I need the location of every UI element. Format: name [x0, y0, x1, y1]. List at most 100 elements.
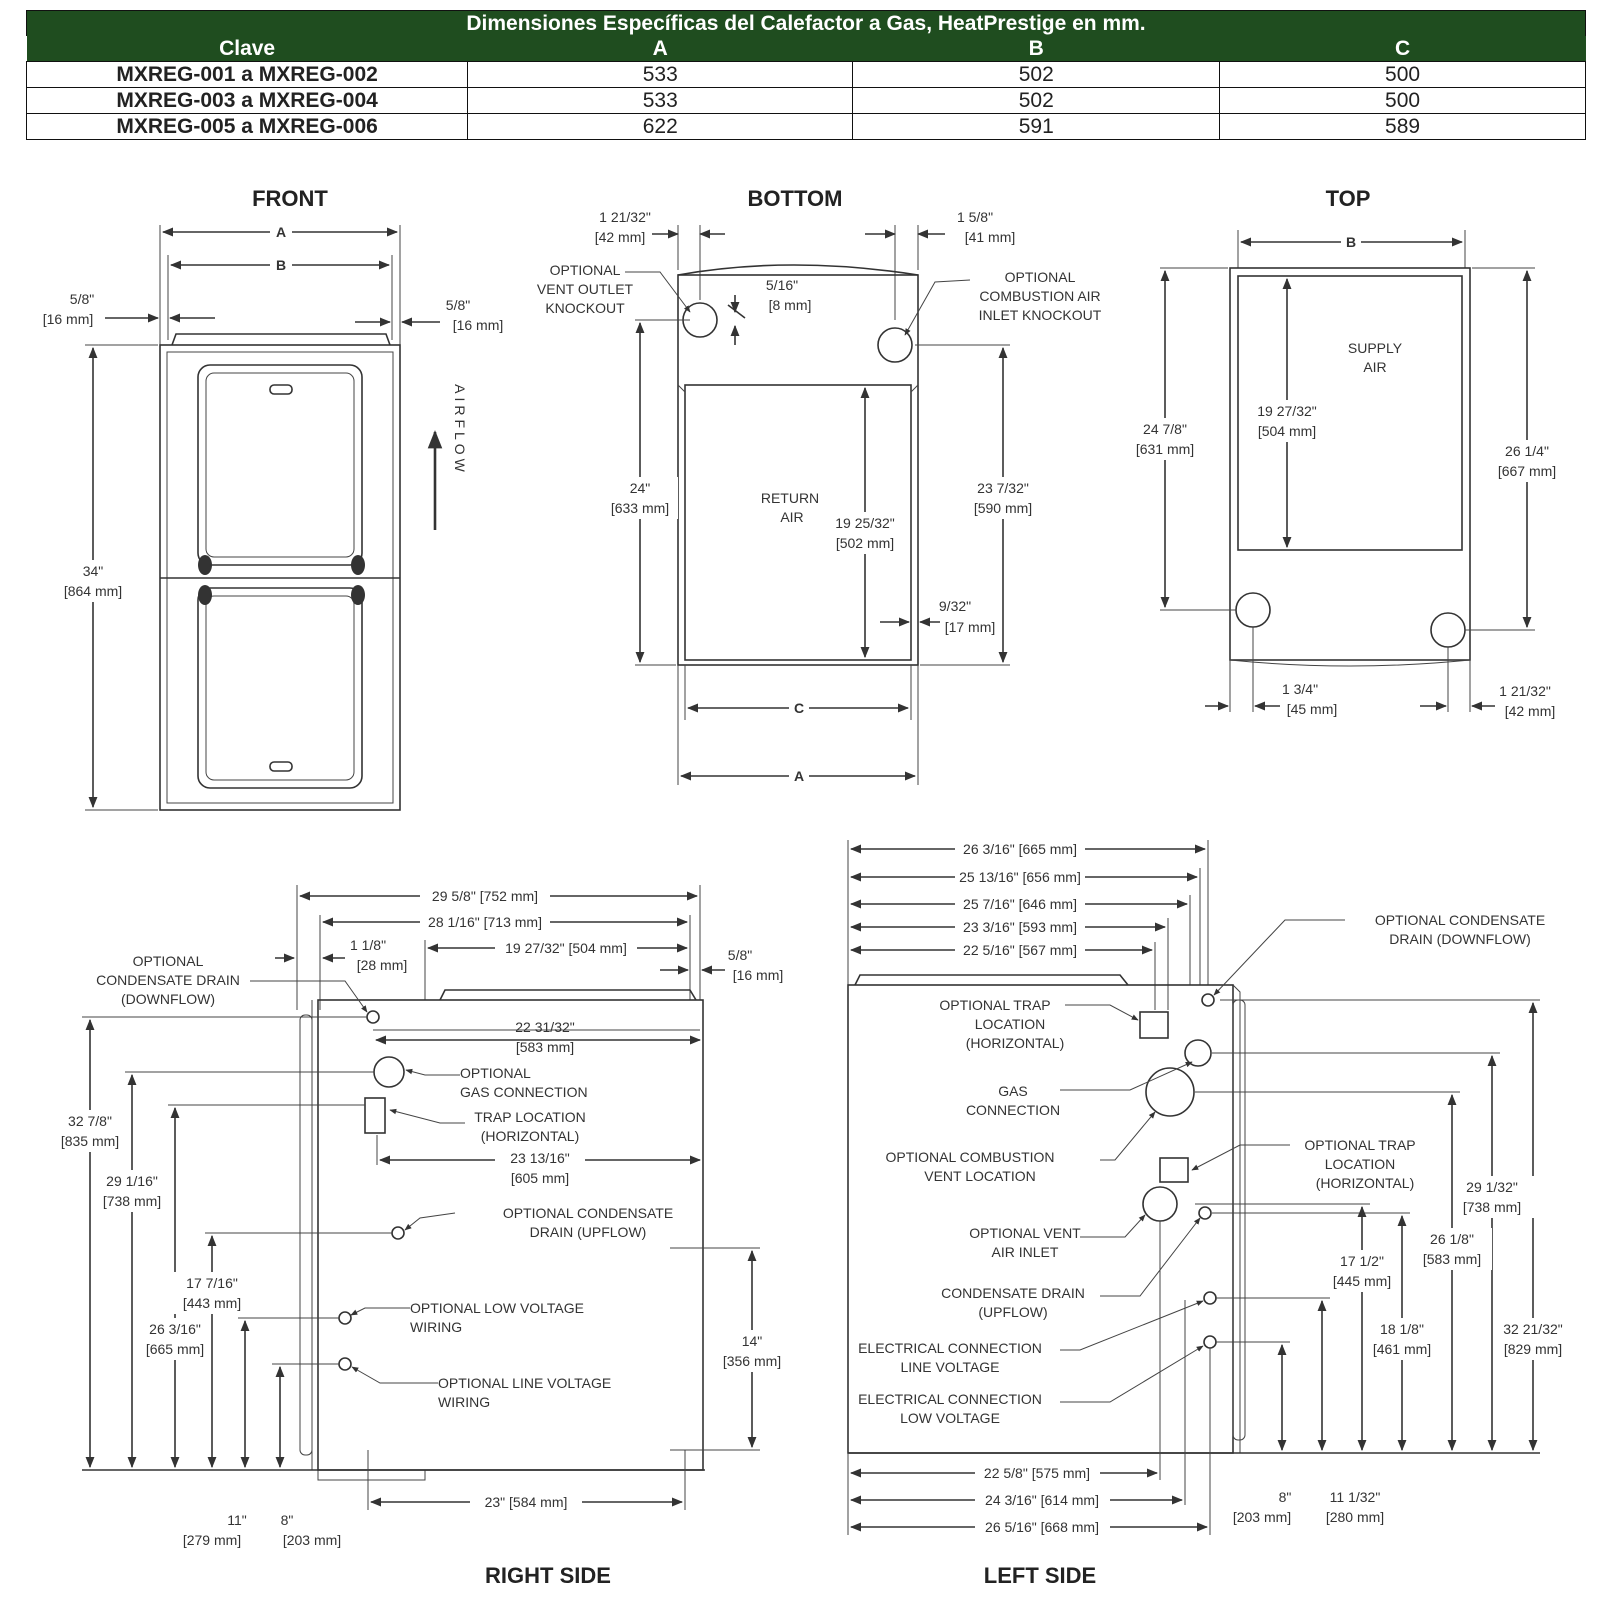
top-right-knockout	[1430, 612, 1466, 648]
left-combustion-vent	[1184, 1039, 1212, 1067]
bottom-top-right: 1 5/8"	[957, 209, 993, 225]
left-gas-label: GAS	[998, 1083, 1028, 1099]
table-row: MXREG-005 a MXREG-006 622 591 589	[25, 113, 1586, 140]
right-835-mm: [835 mm]	[61, 1133, 119, 1149]
right-738-mm: [738 mm]	[103, 1193, 161, 1209]
front-view: FRONT A B 5/8" [16 mm] 5/8" [16 mm]	[43, 186, 504, 811]
left-side-rail	[1232, 999, 1246, 1441]
left-opt-trap2-label: OPTIONAL TRAP	[1304, 1137, 1415, 1153]
left-461-mm: [461 mm]	[1373, 1341, 1431, 1357]
front-right-offset: 5/8"	[446, 297, 470, 313]
left-280-mm: [280 mm]	[1326, 1509, 1384, 1525]
top-dim-b: B	[1346, 234, 1356, 250]
top-bottom-right-mm: [42 mm]	[1505, 703, 1556, 719]
bottom-cabinet	[677, 274, 919, 666]
right-second: 28 1/16" [713 mm]	[428, 914, 542, 930]
right-738: 29 1/16"	[106, 1173, 158, 1189]
front-right-offset-mm: [16 mm]	[453, 317, 504, 333]
header-a: A	[467, 36, 853, 62]
right-356: 14"	[742, 1333, 763, 1349]
right-cond-drain-down-label: OPTIONAL	[133, 953, 204, 969]
right-overall: 29 5/8" [752 mm]	[432, 888, 538, 904]
bottom-right-height-mm: [590 mm]	[974, 500, 1032, 516]
supply-air-label: SUPPLY	[1348, 340, 1403, 356]
right-605-mm: [605 mm]	[511, 1170, 569, 1186]
left-opt-trap	[1139, 1011, 1169, 1039]
front-latch	[198, 585, 212, 605]
right-279-mm: [279 mm]	[183, 1532, 241, 1548]
table-title: Dimensiones Específicas del Calefactor a…	[26, 10, 1586, 36]
right-356-mm: [356 mm]	[723, 1353, 781, 1369]
top-inner-height: 19 27/32"	[1257, 403, 1316, 419]
top-left-knockout	[1235, 592, 1271, 628]
right-gas-connection	[373, 1056, 405, 1088]
front-height: 34"	[83, 563, 104, 579]
right-665: 26 3/16"	[149, 1321, 201, 1337]
right-605: 23 13/16"	[510, 1150, 569, 1166]
bottom-top-left: 1 21/32"	[599, 209, 651, 225]
cell-b: 502	[852, 61, 1221, 88]
right-small-left: 1 1/8"	[350, 937, 386, 953]
left-445: 17 1/2"	[1340, 1253, 1384, 1269]
right-low-volt-label-line: WIRING	[410, 1319, 462, 1335]
vent-label-line: VENT OUTLET	[537, 281, 634, 297]
front-title: FRONT	[252, 186, 328, 211]
row-key: MXREG-003 a MXREG-004	[25, 87, 469, 114]
left-opt-trap2-label-line: (HORIZONTAL)	[1316, 1175, 1415, 1191]
cell-c: 589	[1219, 113, 1586, 140]
comb-label: OPTIONAL	[1005, 269, 1076, 285]
left-575: 22 5/8" [575 mm]	[984, 1465, 1090, 1481]
top-right-height: 26 1/4"	[1505, 443, 1549, 459]
supply-air-label-line: AIR	[1363, 359, 1386, 375]
left-opt-comb-label: OPTIONAL COMBUSTION	[885, 1149, 1054, 1165]
bottom-title: BOTTOM	[748, 186, 843, 211]
top-cabinet	[1229, 267, 1471, 661]
bottom-inner-height: 19 25/32"	[835, 515, 894, 531]
front-latch	[198, 555, 212, 575]
top-bottom-right: 1 21/32"	[1499, 683, 1551, 699]
left-opt-vent-label: OPTIONAL VENT	[969, 1225, 1081, 1241]
front-height-mm: [864 mm]	[64, 583, 122, 599]
right-trap-label: TRAP LOCATION	[474, 1109, 586, 1125]
left-elec-low-label: ELECTRICAL CONNECTION	[858, 1391, 1042, 1407]
vent-label: OPTIONAL	[550, 262, 621, 278]
right-443: 17 7/16"	[186, 1275, 238, 1291]
right-small-left-mm: [28 mm]	[357, 957, 408, 973]
left-elec-line-label-line: LINE VOLTAGE	[900, 1359, 999, 1375]
left-w567: 22 5/16" [567 mm]	[963, 942, 1077, 958]
right-side-rail	[299, 1014, 313, 1456]
right-line-voltage	[338, 1357, 352, 1371]
front-latch	[351, 585, 365, 605]
bottom-view: BOTTOM 1 21/32" [42 mm] 1 5/8" [41 mm] O…	[537, 186, 1102, 785]
airflow-label: AIRFLOW	[452, 384, 468, 476]
return-air-label-line: AIR	[780, 509, 803, 525]
cell-a: 622	[467, 113, 854, 140]
bottom-side-gap-mm: [17 mm]	[945, 619, 996, 635]
right-top-flange	[439, 989, 697, 1001]
top-bottom-left: 1 3/4"	[1282, 681, 1318, 697]
front-handle-bottom	[269, 761, 293, 772]
left-738: 29 1/32"	[1466, 1179, 1518, 1195]
front-handle-top	[269, 384, 293, 395]
left-elec-low-label-line: LOW VOLTAGE	[900, 1410, 1000, 1426]
front-left-offset: 5/8"	[70, 291, 94, 307]
front-left-offset-mm: [16 mm]	[43, 311, 94, 327]
left-583: 26 1/8"	[1430, 1231, 1474, 1247]
right-small-right: 5/8"	[728, 947, 752, 963]
left-cond-down-label-line: DRAIN (DOWNFLOW)	[1389, 931, 1531, 947]
left-203: 8"	[1279, 1489, 1292, 1505]
left-opt-trap-2	[1159, 1157, 1189, 1183]
right-203: 8"	[281, 1512, 294, 1528]
right-low-volt-label: OPTIONAL LOW VOLTAGE	[410, 1300, 584, 1316]
right-203-mm: [203 mm]	[283, 1532, 341, 1548]
top-left-height: 24 7/8"	[1143, 421, 1187, 437]
left-583-mm: [583 mm]	[1423, 1251, 1481, 1267]
left-614: 24 3/16" [614 mm]	[985, 1492, 1099, 1508]
left-w665: 26 3/16" [665 mm]	[963, 841, 1077, 857]
left-cond-drain-up	[1198, 1206, 1212, 1220]
bottom-side-gap: 9/32"	[939, 598, 971, 614]
top-view: TOP B SUPPLY AIR 19 27/32" [504 mm] 24 7…	[1130, 186, 1566, 719]
left-opt-trap2-label-line: LOCATION	[1325, 1156, 1396, 1172]
header-c: C	[1219, 36, 1586, 62]
